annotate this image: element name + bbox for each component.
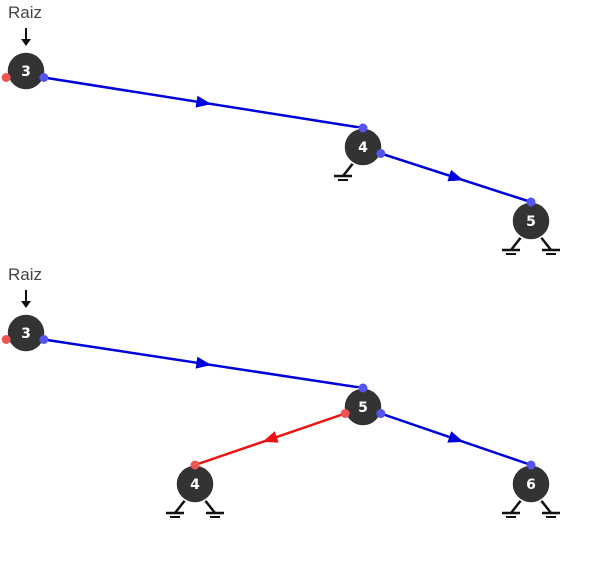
- nil-right-icon: [539, 498, 560, 518]
- tree-node: 5: [343, 387, 383, 427]
- node-label: 5: [526, 214, 536, 230]
- port-left: [340, 408, 350, 418]
- nil-left-icon: [334, 161, 355, 181]
- pointer-arrowhead: [21, 301, 31, 308]
- port-parent: [526, 460, 536, 470]
- port-right: [39, 72, 49, 82]
- port-root-left: [1, 334, 11, 344]
- node-label: 4: [358, 140, 368, 156]
- node-label: 3: [21, 326, 31, 342]
- nil-left-icon: [502, 235, 523, 255]
- port-parent: [190, 460, 200, 470]
- node-label: 6: [526, 477, 536, 493]
- port-right: [39, 334, 49, 344]
- tree-node: 3: [6, 51, 46, 91]
- node-label: 3: [21, 64, 31, 80]
- edge-arrowhead: [262, 431, 279, 443]
- nil-left-icon: [166, 498, 187, 518]
- tree-node: 4: [175, 464, 215, 504]
- port-parent: [526, 197, 536, 207]
- root-label: Raiz: [8, 265, 42, 284]
- nil-left-icon: [502, 498, 523, 518]
- tree-before: Raiz 3 4 5: [1, 3, 560, 255]
- tree-after: Raiz 3 5 4 6: [1, 265, 560, 518]
- edge-arrowhead: [447, 431, 464, 443]
- port-parent: [358, 383, 368, 393]
- edge-arrowhead: [447, 169, 464, 182]
- tree-node: 5: [511, 201, 551, 241]
- node-label: 5: [358, 400, 368, 416]
- node-circle: [6, 313, 46, 353]
- edge-arrowhead: [195, 356, 212, 369]
- node-label: 4: [190, 477, 200, 493]
- edge-arrowhead: [195, 95, 212, 108]
- port-root-left: [1, 72, 11, 82]
- nil-right-icon: [539, 235, 560, 255]
- tree-node: 4: [343, 127, 383, 167]
- tree-node: 3: [6, 313, 46, 353]
- pointer-arrowhead: [21, 39, 31, 46]
- nil-right-icon: [203, 498, 224, 518]
- node-circle: [6, 51, 46, 91]
- port-parent: [358, 123, 368, 133]
- port-right: [376, 408, 386, 418]
- root-label: Raiz: [8, 3, 42, 22]
- port-right: [376, 148, 386, 158]
- tree-node: 6: [511, 464, 551, 504]
